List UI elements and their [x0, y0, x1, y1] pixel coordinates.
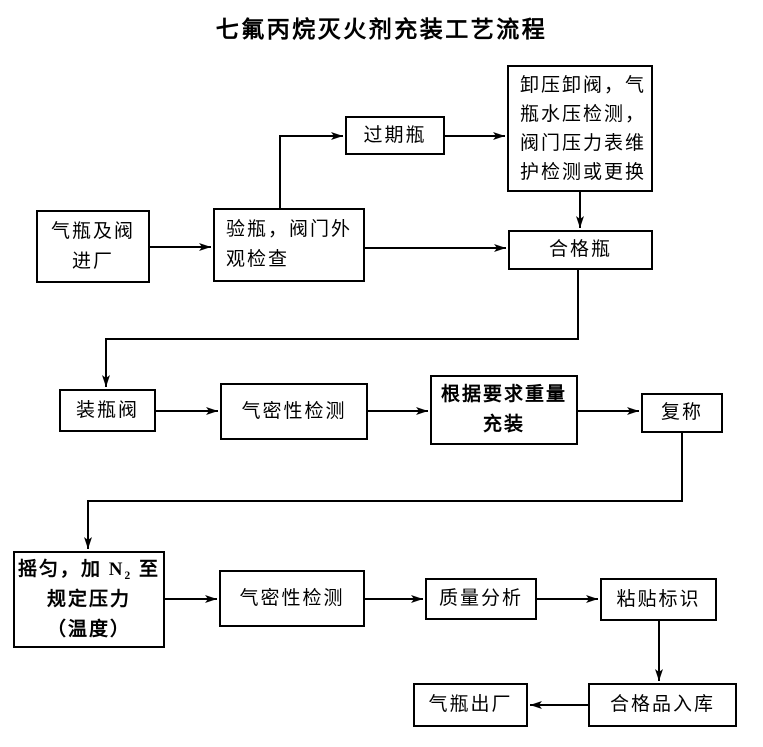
node-labeling: 粘贴标识 [600, 578, 717, 621]
node-reweigh: 复称 [641, 393, 723, 433]
node-weight-filling: 根据要求重量 充装 [430, 375, 578, 445]
node-warehouse: 合格品入库 [588, 683, 737, 727]
node-expired-bottle: 过期瓶 [345, 116, 445, 155]
connector-reweigh-shake [84, 433, 683, 549]
node-leak-test-1: 气密性检测 [220, 383, 368, 440]
node-shake-pressurize: 摇匀，加 N₂ 至 规定压力 （温度） [13, 551, 165, 648]
node-quality-analysis: 质量分析 [425, 578, 537, 620]
connector-qualified-installvalve [102, 270, 579, 387]
node-inspection: 验瓶，阀门外 观检查 [213, 208, 365, 282]
node-install-valve: 装瓶阀 [59, 389, 156, 432]
node-leak-test-2: 气密性检测 [219, 570, 365, 627]
node-qualified-bottle: 合格瓶 [508, 230, 653, 270]
page-title: 七氟丙烷灭火剂充装工艺流程 [215, 17, 548, 42]
node-factory-out: 气瓶出厂 [413, 683, 528, 727]
node-cylinder-intake: 气瓶及阀 进厂 [36, 210, 150, 283]
connector-inspect-expired [279, 132, 343, 208]
node-valve-maintenance: 卸压卸阀，气 瓶水压检测， 阀门压力表维 护检测或更换 [507, 65, 653, 192]
